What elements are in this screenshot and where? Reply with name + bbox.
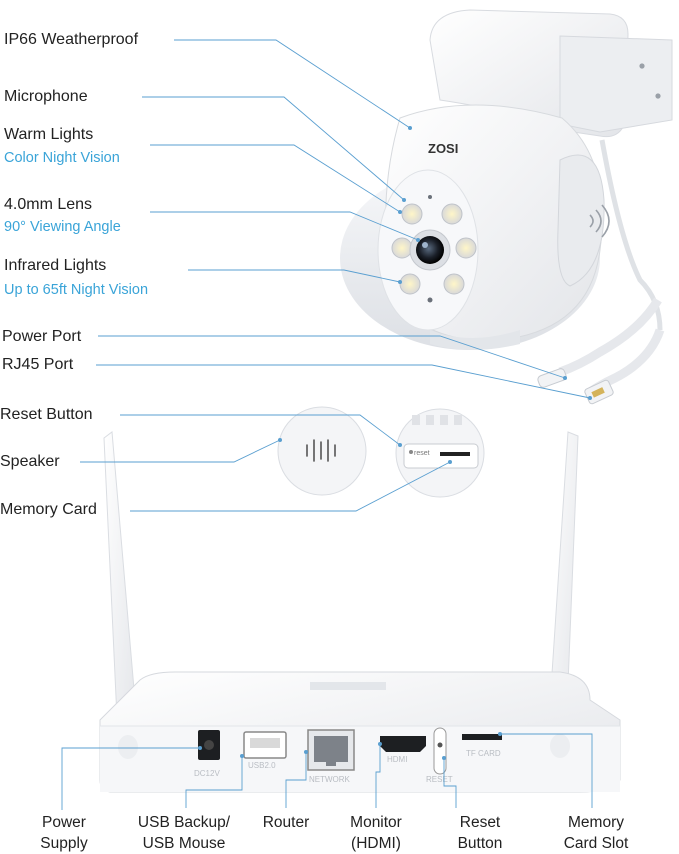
nvr-label-router: Router [262,814,310,831]
label-reset-button: Reset Button [0,406,93,423]
label-rj45: RJ45 Port [2,356,74,373]
sub-viewing-angle: 90° Viewing Angle [4,219,121,235]
nvr-label-monitor: Monitor (HDMI) [350,814,402,852]
dc-power-port [198,730,220,760]
nvr-label-memory-slot: Memory Card Slot [563,814,629,852]
dc-marking: DC12V [194,769,220,778]
hdmi-port [380,736,426,752]
tf-card-slot [462,734,502,740]
nvr-body [99,671,621,793]
tf-marking: TF CARD [466,749,501,758]
nvr-label-power-supply: Power Supply [40,814,88,852]
label-infrared: Infrared Lights [4,257,107,274]
label-microphone: Microphone [4,88,88,105]
label-warm-lights: Warm Lights [4,126,94,143]
nvr-label-usb: USB Backup/ USB Mouse [137,814,231,852]
label-memory-card: Memory Card [0,501,97,518]
hdmi-marking: HDMI [387,755,407,764]
camera-dome [340,104,610,350]
leader-dots [198,126,592,760]
reset-tag-marking: reset [414,450,430,457]
reset-card-detail [395,408,485,498]
reset-pinhole [433,727,447,775]
nvr-label-reset: Reset Button [457,814,503,852]
network-marking: NETWORK [309,775,351,784]
usb-port [243,731,287,759]
sub-color-night-vision: Color Night Vision [4,150,120,166]
reset-marking: RESET [426,775,453,784]
speaker-detail [277,406,367,496]
leader-lines [61,39,593,810]
label-ip66: IP66 Weatherproof [4,31,139,48]
sub-ir-range: Up to 65ft Night Vision [4,282,149,298]
usb-marking: USB2.0 [248,761,276,770]
network-port [307,729,355,771]
label-power-port: Power Port [2,328,82,345]
camera-brand-logo: ZOSI [428,141,458,156]
label-lens: 4.0mm Lens [4,196,93,213]
label-speaker: Speaker [0,453,60,470]
